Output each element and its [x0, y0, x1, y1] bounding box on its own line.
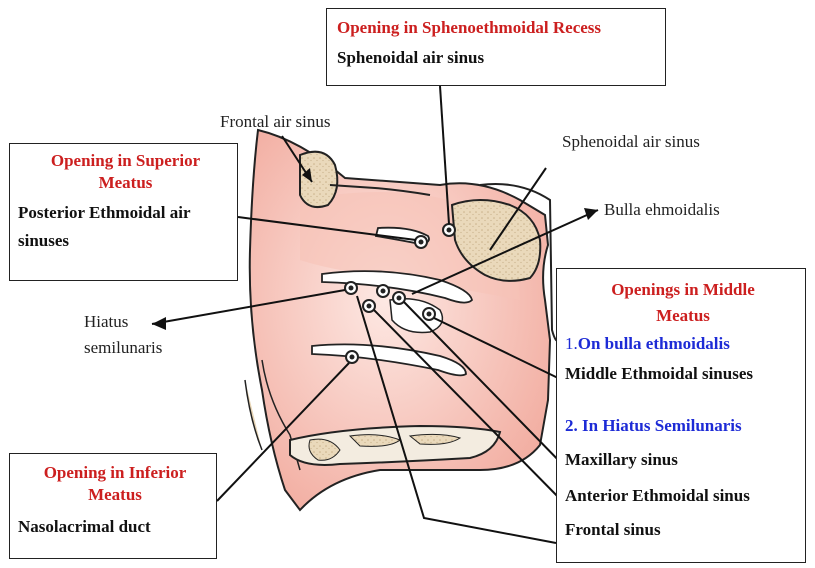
superior-title-line2: Meatus — [18, 172, 233, 194]
sphenoethmoidal-item: Sphenoidal air sinus — [337, 47, 665, 69]
superior-meatus-box: Opening in Superior Meatus Posterior Eth… — [9, 143, 238, 281]
middle-sub1-title: On bulla ethmoidalis — [578, 334, 730, 353]
middle-sub2-item: Maxillary sinus — [565, 449, 801, 471]
sphenoethmoidal-box: Opening in Sphenoethmoidal Recess Spheno… — [326, 8, 666, 86]
middle-title-line1: Openings in Middle — [565, 279, 801, 301]
inferior-title-line2: Meatus — [18, 484, 212, 506]
label-sphenoidal-air-sinus: Sphenoidal air sinus — [562, 132, 700, 152]
label-hiatus-line1: Hiatus — [84, 312, 128, 332]
middle-sub2-item: Anterior Ethmoidal sinus — [565, 485, 801, 507]
middle-sub1-item: Middle Ethmoidal sinuses — [565, 363, 801, 385]
middle-title-line2: Meatus — [565, 305, 801, 327]
superior-item-line1: Posterior Ethmoidal air — [18, 202, 233, 224]
sphenoethmoidal-title: Opening in Sphenoethmoidal Recess — [337, 17, 665, 39]
inferior-meatus-box: Opening in Inferior Meatus Nasolacrimal … — [9, 453, 217, 559]
label-frontal-air-sinus: Frontal air sinus — [220, 112, 331, 132]
superior-item-line2: sinuses — [18, 230, 233, 252]
middle-sub2-title: 2. In Hiatus Semilunaris — [565, 415, 801, 437]
inferior-title-line1: Opening in Inferior — [18, 462, 212, 484]
middle-sub1-number: 1. — [565, 334, 578, 353]
superior-title-line1: Opening in Superior — [18, 150, 233, 172]
middle-meatus-box: Openings in Middle Meatus 1.On bulla eth… — [556, 268, 806, 563]
middle-sub2-item: Frontal sinus — [565, 519, 801, 541]
label-bulla-ethmoidalis: Bulla ehmoidalis — [604, 200, 720, 220]
label-hiatus-line2: semilunaris — [84, 338, 162, 358]
frontal-sinus-shape — [300, 152, 337, 207]
inferior-item: Nasolacrimal duct — [18, 516, 212, 538]
